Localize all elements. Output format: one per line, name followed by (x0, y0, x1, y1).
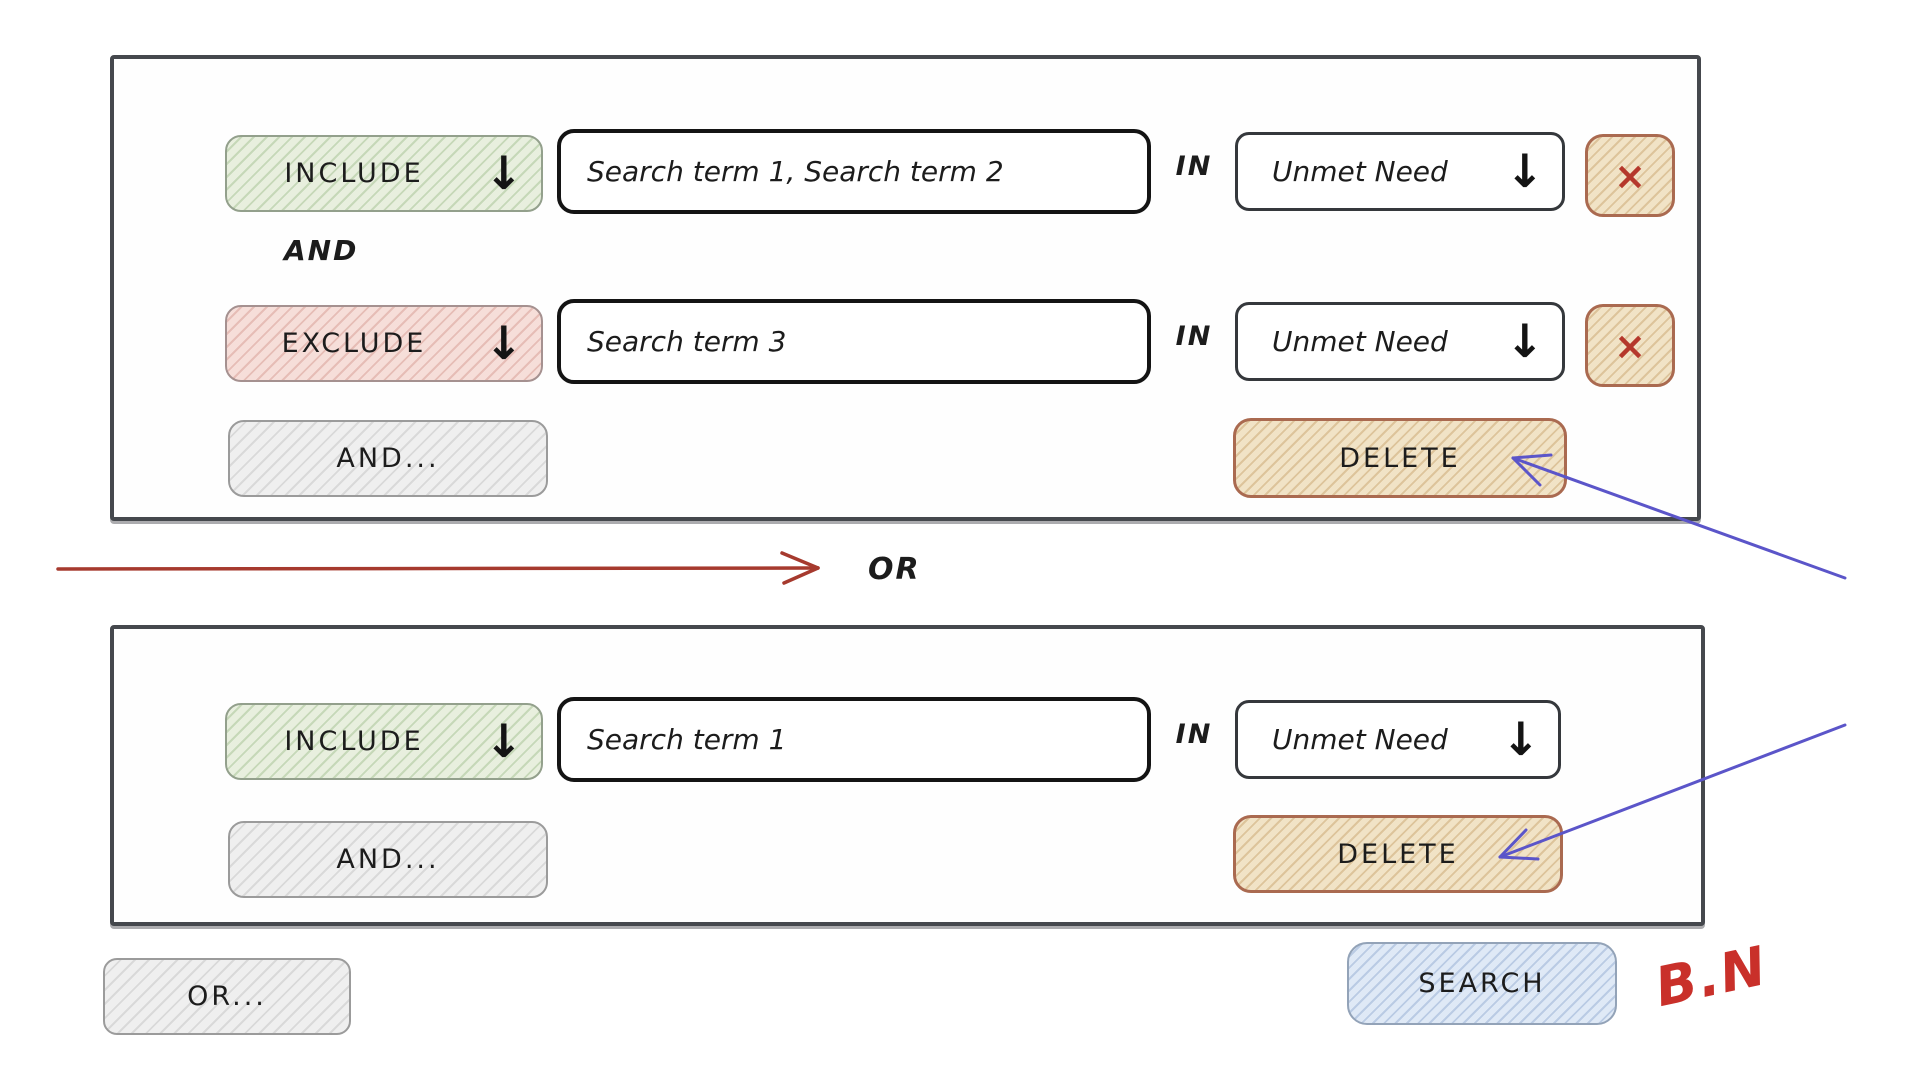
group-connector-or: OR (868, 552, 921, 587)
search-terms-input-2[interactable] (557, 299, 1151, 384)
field-label: Unmet Need (1272, 325, 1448, 358)
remove-row-button-1[interactable]: × (1585, 134, 1675, 217)
author-signature: B.N (1649, 933, 1774, 1020)
operator-label: INCLUDE (284, 726, 424, 757)
operator-dropdown-include-2[interactable]: INCLUDE ↓ (225, 703, 543, 780)
dropdown-arrow-icon: ↓ (484, 315, 523, 370)
search-terms-input-1[interactable] (557, 129, 1151, 214)
dropdown-arrow-icon: ↓ (484, 145, 523, 200)
in-label: IN (1175, 321, 1213, 352)
operator-label: EXCLUDE (281, 328, 427, 359)
annotation-arrow-to-delete-1 (1511, 453, 1847, 580)
flow-arrow-red (56, 551, 820, 585)
in-label: IN (1175, 151, 1213, 182)
field-label: Unmet Need (1272, 723, 1448, 756)
dropdown-arrow-icon: ↓ (1505, 313, 1544, 368)
field-dropdown-3[interactable]: Unmet Need ↓ (1235, 700, 1561, 779)
search-button[interactable]: SEARCH (1347, 942, 1617, 1025)
add-group-button[interactable]: OR... (103, 958, 351, 1035)
remove-row-button-2[interactable]: × (1585, 304, 1675, 387)
field-label: Unmet Need (1272, 155, 1448, 188)
search-terms-input-3[interactable] (557, 697, 1151, 782)
query-group-1: INCLUDE ↓ IN Unmet Need ↓ × AND EXCLUDE … (110, 55, 1701, 521)
remove-icon: × (1614, 323, 1646, 368)
add-condition-button-2[interactable]: AND... (228, 821, 548, 898)
dropdown-arrow-icon: ↓ (1505, 143, 1544, 198)
row-connector-and: AND (284, 234, 359, 267)
delete-group-button-1[interactable]: DELETE (1233, 418, 1567, 498)
field-dropdown-1[interactable]: Unmet Need ↓ (1235, 132, 1565, 211)
annotation-arrow-to-delete-2 (1498, 723, 1847, 861)
operator-label: INCLUDE (284, 158, 424, 189)
add-condition-button-1[interactable]: AND... (228, 420, 548, 497)
operator-dropdown-include-1[interactable]: INCLUDE ↓ (225, 135, 543, 212)
dropdown-arrow-icon: ↓ (1501, 711, 1540, 766)
field-dropdown-2[interactable]: Unmet Need ↓ (1235, 302, 1565, 381)
query-group-2: INCLUDE ↓ IN Unmet Need ↓ AND... DELETE (110, 625, 1705, 926)
dropdown-arrow-icon: ↓ (484, 713, 523, 768)
in-label: IN (1175, 719, 1213, 750)
remove-icon: × (1614, 153, 1646, 198)
operator-dropdown-exclude[interactable]: EXCLUDE ↓ (225, 305, 543, 382)
